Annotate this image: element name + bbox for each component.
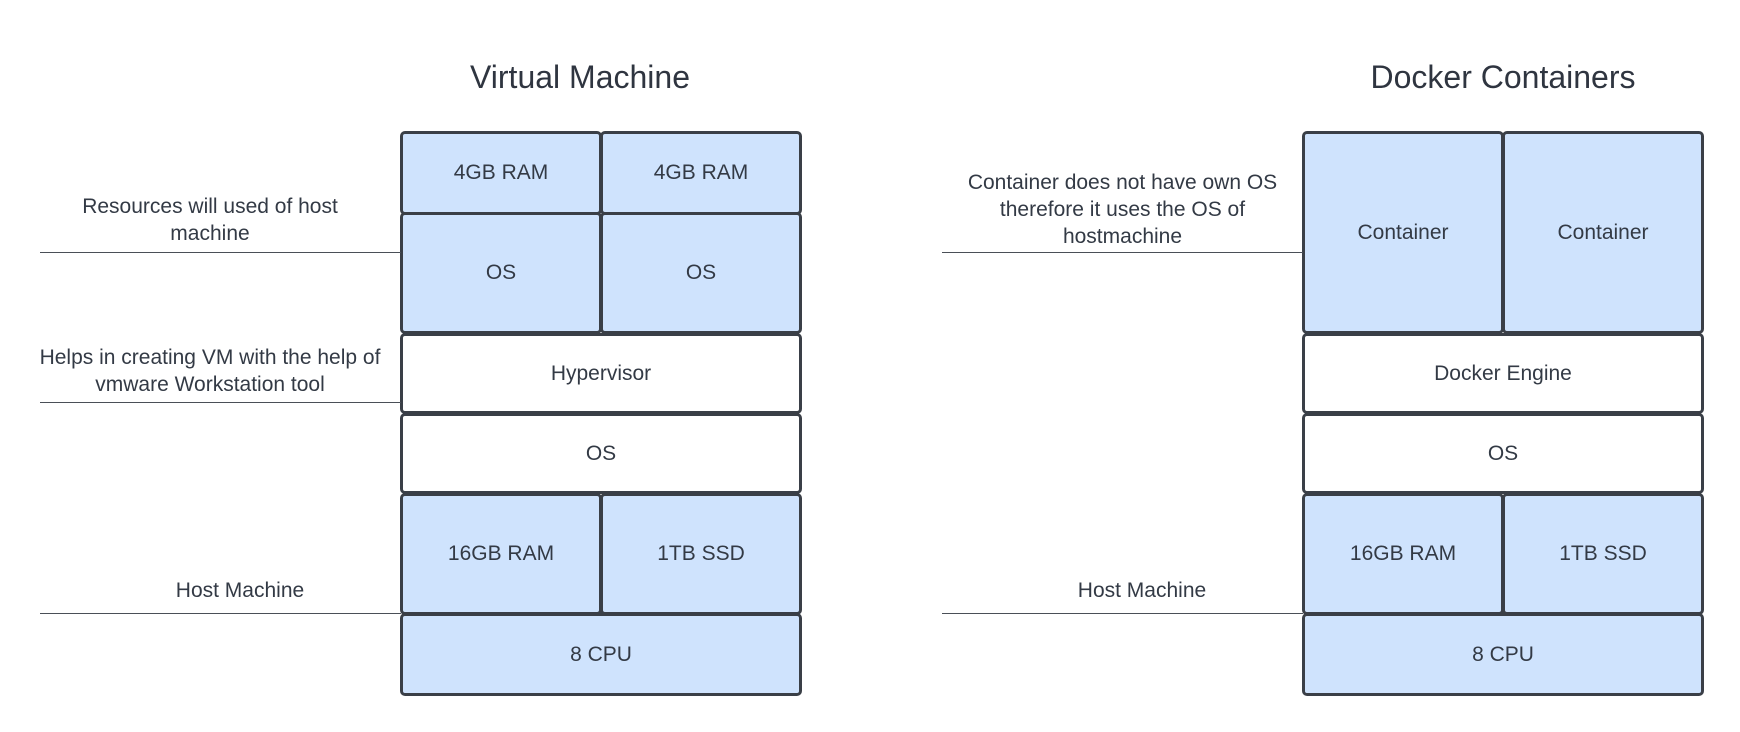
docker-host-cpu-block: 8 CPU [1302, 613, 1704, 696]
vm-host-ssd-block: 1TB SSD [600, 493, 802, 615]
vm-hypervisor-leader-line [40, 402, 401, 403]
vm-host-ram-block: 16GB RAM [400, 493, 602, 615]
vm-hypervisor-block: Hypervisor [400, 333, 802, 414]
vm-host-cpu-label: 8 CPU [570, 642, 632, 666]
docker-container-label-1: Container [1357, 220, 1449, 244]
docker-engine-block: Docker Engine [1302, 333, 1704, 414]
vm-host-ssd-label: 1TB SSD [657, 542, 745, 565]
vm-title: Virtual Machine [470, 59, 690, 95]
docker-host-machine-annotation: Host Machine [1077, 579, 1207, 602]
docker-container-block-1: Container [1302, 131, 1504, 334]
vm-host-os-block: OS [400, 413, 802, 494]
vm-host-machine-annotation: Host Machine [175, 579, 305, 602]
vm-guest-os-block-1: OS [400, 212, 602, 334]
docker-host-os-block: OS [1302, 413, 1704, 494]
vm-guest-os-label-1: OS [485, 261, 517, 284]
docker-host-cpu-label: 8 CPU [1472, 642, 1534, 666]
docker-host-os-label: OS [1487, 441, 1519, 465]
docker-title: Docker Containers [1370, 59, 1636, 95]
docker-engine-label: Docker Engine [1434, 361, 1572, 385]
vm-guest-ram-block-1: 4GB RAM [400, 131, 602, 215]
docker-host-machine-leader-line [942, 613, 1303, 614]
vm-guest-ram-label-1: 4GB RAM [453, 161, 549, 184]
vm-host-ram-label: 16GB RAM [447, 542, 555, 565]
vm-hypervisor-label: Hypervisor [550, 361, 652, 385]
vm-resources-leader-line [40, 252, 401, 253]
docker-container-block-2: Container [1502, 131, 1704, 334]
vm-hypervisor-annotation: Helps in creating VM with the help of vm… [39, 346, 381, 396]
docker-host-ssd-label: 1TB SSD [1559, 542, 1647, 565]
docker-host-ram-block: 16GB RAM [1302, 493, 1504, 615]
docker-container-os-leader-line [942, 252, 1303, 253]
docker-host-ram-label: 16GB RAM [1349, 542, 1457, 565]
docker-host-ssd-block: 1TB SSD [1502, 493, 1704, 615]
vm-host-cpu-block: 8 CPU [400, 613, 802, 696]
vm-guest-os-block-2: OS [600, 212, 802, 334]
vm-host-machine-leader-line [40, 613, 401, 614]
docker-container-label-2: Container [1557, 220, 1649, 244]
vm-resources-annotation: Resources will used of host machine [82, 195, 338, 245]
vm-host-os-label: OS [585, 441, 617, 465]
docker-container-os-annotation: Container does not have own OS therefore… [967, 171, 1278, 248]
vm-guest-ram-label-2: 4GB RAM [653, 161, 749, 184]
vm-guest-os-label-2: OS [685, 261, 717, 284]
vm-guest-ram-block-2: 4GB RAM [600, 131, 802, 215]
